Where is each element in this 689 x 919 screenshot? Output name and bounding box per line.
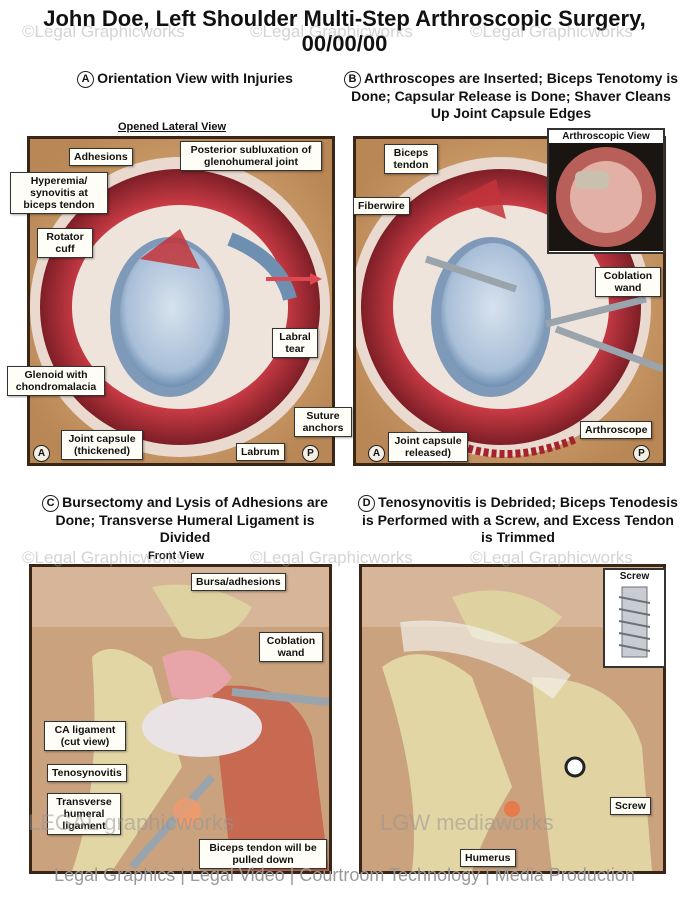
label-joint-capsule-thickened: Joint capsule (thickened) [61, 430, 143, 460]
label-humerus: Humerus [460, 849, 516, 867]
label-fiberwire: Fiberwire [353, 197, 410, 215]
label-biceps-pulled-down: Biceps tendon will be pulled down [199, 839, 327, 869]
footer: Legal Graphics | Legal Video | Courtroom… [54, 865, 635, 885]
arthroscopic-inset: Arthroscopic View [547, 128, 665, 254]
logo-lgw-mediaworks: LGW mediaworks [380, 810, 554, 835]
label-glenoid: Glenoid with chondromalacia [7, 366, 105, 396]
screw-inset: Screw [603, 568, 666, 668]
corner-anterior-b: A [368, 445, 385, 462]
corner-posterior-a: P [302, 445, 319, 462]
caption-a-text: Orientation View with Injuries [97, 70, 293, 86]
label-labrum: Labrum [236, 443, 285, 461]
caption-b-text: Arthroscopes are Inserted; Biceps Tenoto… [351, 70, 679, 121]
badge-b: B [343, 71, 361, 88]
arthroscopic-view-image [549, 143, 663, 251]
caption-d-text: Tenosynovitis is Debrided; Biceps Tenode… [362, 494, 678, 545]
screw-inset-title: Screw [619, 571, 650, 582]
label-posterior-subluxation: Posterior subluxation of glenohumeral jo… [180, 141, 322, 171]
label-coblation-wand-c: Coblation wand [259, 632, 323, 662]
label-labral-tear: Labral tear [272, 328, 318, 358]
label-arthroscope: Arthroscope [580, 421, 653, 439]
label-joint-capsule-released: Joint capsule released) [388, 432, 468, 462]
label-coblation-wand-b: Coblation wand [595, 267, 661, 297]
subcaption-a: Opened Lateral View [118, 121, 227, 133]
subcaption-c: Front View [148, 550, 205, 562]
panel-b-illustration [353, 136, 666, 466]
corner-posterior-b: P [633, 445, 650, 462]
panel-d-illustration [359, 564, 666, 874]
page-title: John Doe, Left Shoulder Multi-Step Arthr… [43, 6, 646, 56]
arthroscope-insertion-image [356, 139, 663, 463]
logo-legal-graphicworks: LEGAL graphicworks [28, 810, 234, 835]
badge-a: A [77, 71, 95, 88]
inset-title: Arthroscopic View [562, 131, 650, 142]
label-ca-ligament: CA ligament (cut view) [44, 721, 126, 751]
screw-icon [618, 586, 651, 658]
badge-d: D [358, 495, 376, 512]
label-screw: Screw [610, 797, 651, 815]
label-bursa-adhesions: Bursa/adhesions [191, 573, 286, 591]
label-tenosynovitis: Tenosynovitis [47, 764, 127, 782]
label-hyperemia: Hyperemia/ synovitis at biceps tendon [10, 172, 108, 214]
label-suture-anchors: Suture anchors [294, 407, 352, 437]
panel-a-illustration [27, 136, 335, 466]
corner-anterior-a: A [33, 445, 50, 462]
shoulder-lateral-view-image [30, 139, 332, 463]
tenodesis-screw-image [362, 567, 663, 871]
caption-c-text: Bursectomy and Lysis of Adhesions are Do… [55, 494, 328, 545]
badge-c: C [42, 495, 60, 512]
label-rotator-cuff: Rotator cuff [37, 228, 93, 258]
label-biceps-tendon: Biceps tendon [384, 144, 438, 174]
label-transverse-humeral-ligament: Transverse humeral ligament [47, 793, 121, 835]
label-adhesions: Adhesions [69, 148, 133, 166]
